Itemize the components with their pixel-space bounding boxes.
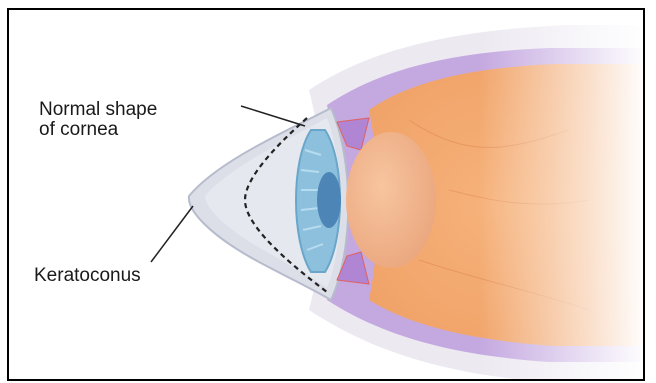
keratoconus-label: Keratoconus <box>34 266 141 286</box>
figure-frame: Normal shape of cornea Keratoconus <box>7 8 645 381</box>
eye-cross-section-illustration <box>9 10 645 381</box>
normal-shape-label-line-2: of cornea <box>39 120 157 140</box>
normal-shape-label-line-1: Normal shape <box>39 100 157 120</box>
lens <box>346 132 436 268</box>
normal-shape-leader-line <box>241 106 305 126</box>
normal-shape-of-cornea-label: Normal shape of cornea <box>39 100 157 140</box>
keratoconus-leader-line <box>151 206 193 262</box>
right-fade-overlay <box>479 10 645 381</box>
pupil <box>317 172 341 228</box>
